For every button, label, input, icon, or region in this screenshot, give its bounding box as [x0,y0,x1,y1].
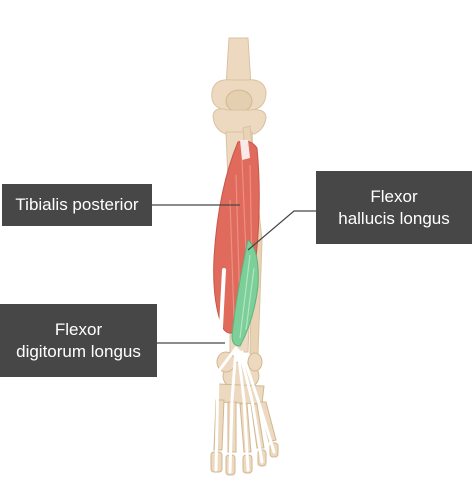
foot-tendons [214,346,276,474]
tibialis-tendon [218,268,226,348]
patella [225,89,253,113]
flexor-hallucis-longus-label: Flexor hallucis longus [316,171,472,244]
femur [211,37,267,111]
flexor-hallucis-longus-line-1: Flexor [370,186,418,206]
flexor-digitorum-longus-line-2: digitorum longus [16,341,141,361]
tibialis-posterior-text: Tibialis posterior [15,195,139,214]
flexor-digitorum-longus-line-1: Flexor [54,319,103,339]
tibialis-posterior-label: Tibialis posterior [2,184,152,226]
flexor-digitorum-longus-label: Flexor digitorum longus [0,304,157,377]
flexor-hallucis-longus-leader [247,210,316,251]
fhl-fibers [239,254,255,339]
flexor-hallucis-longus-line-2: hallucis longus [338,208,450,228]
tibialis-upper-tendon [240,140,250,160]
